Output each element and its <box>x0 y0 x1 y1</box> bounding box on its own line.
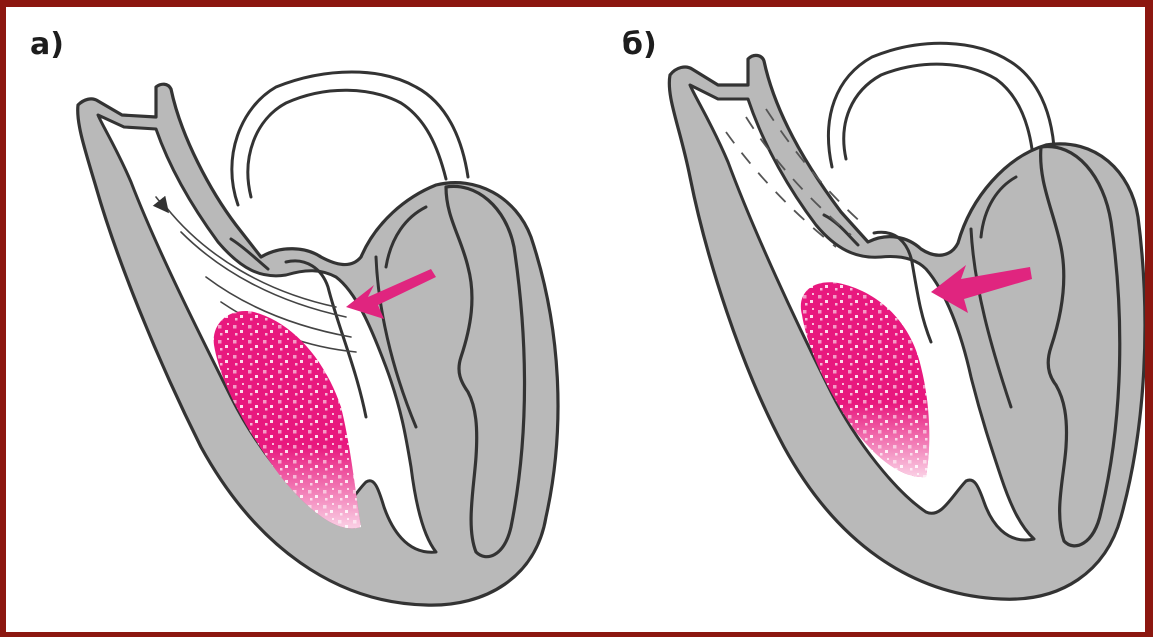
aortic-arch-inner <box>248 90 446 197</box>
aortic-arch-inner <box>844 64 1032 159</box>
figure-frame: а) б) <box>6 7 1145 632</box>
panel-b <box>669 43 1145 599</box>
heart-diagrams <box>6 7 1145 632</box>
panel-label-b: б) <box>622 27 657 62</box>
aortic-arch <box>828 43 1054 167</box>
panel-a <box>78 72 558 605</box>
panel-label-a: а) <box>30 27 64 62</box>
